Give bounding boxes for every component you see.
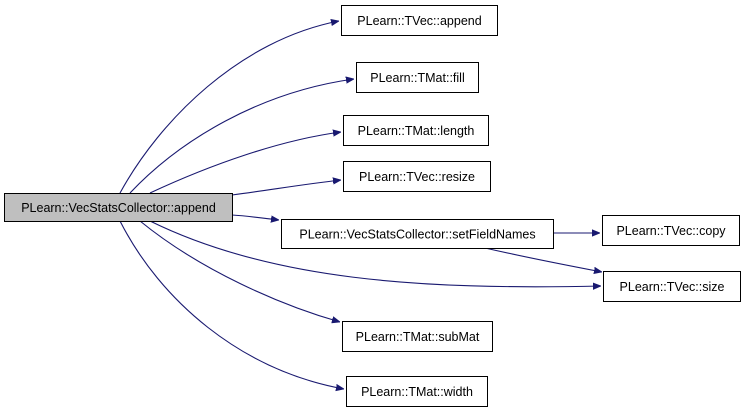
edge-root-to-tvec_size: [149, 220, 601, 287]
node-label: PLearn::TVec::append: [357, 14, 481, 28]
node-box[interactable]: [341, 5, 498, 36]
edge-root-to-tvec_resize: [231, 180, 341, 196]
edge-root-to-setfieldnames: [231, 214, 279, 220]
edge-root-to-tmat_length: [149, 132, 341, 194]
node-box[interactable]: [346, 376, 488, 407]
node-label: PLearn::TMat::subMat: [356, 330, 480, 344]
edge-root-to-tvec_append: [119, 21, 339, 194]
node-box[interactable]: [281, 219, 554, 249]
node-box[interactable]: [4, 193, 233, 222]
node-label: PLearn::TMat::fill: [370, 71, 464, 85]
node-box[interactable]: [342, 321, 493, 352]
nodes-layer: PLearn::VecStatsCollector::appendPLearn:…: [4, 5, 741, 407]
edge-setfieldnames-to-tvec_size: [484, 247, 602, 272]
edge-root-to-tmat_submat: [139, 220, 340, 322]
node-label: PLearn::TVec::copy: [616, 224, 726, 238]
node-box[interactable]: [356, 62, 479, 93]
node-tvec-resize[interactable]: PLearn::TVec::resize: [343, 161, 491, 192]
node-tvec-copy[interactable]: PLearn::TVec::copy: [602, 215, 740, 246]
node-tmat-fill[interactable]: PLearn::TMat::fill: [356, 62, 479, 93]
node-label: PLearn::VecStatsCollector::setFieldNames: [299, 228, 535, 242]
edges-layer: [119, 21, 602, 389]
node-tmat-submat[interactable]: PLearn::TMat::subMat: [342, 321, 493, 352]
node-label: PLearn::TVec::resize: [359, 170, 475, 184]
node-root[interactable]: PLearn::VecStatsCollector::append: [4, 193, 233, 222]
node-tvec-append[interactable]: PLearn::TVec::append: [341, 5, 498, 36]
node-tmat-width[interactable]: PLearn::TMat::width: [346, 376, 488, 407]
edge-root-to-tmat_width: [119, 220, 344, 389]
node-tvec-size[interactable]: PLearn::TVec::size: [603, 271, 741, 302]
node-label: PLearn::TMat::width: [361, 385, 473, 399]
node-box[interactable]: [343, 161, 491, 192]
node-box[interactable]: [603, 271, 741, 302]
node-box[interactable]: [343, 115, 489, 146]
node-label: PLearn::TMat::length: [358, 124, 475, 138]
node-tmat-length[interactable]: PLearn::TMat::length: [343, 115, 489, 146]
node-box[interactable]: [602, 215, 740, 246]
edge-root-to-tmat_fill: [129, 79, 354, 194]
node-setfieldnames[interactable]: PLearn::VecStatsCollector::setFieldNames: [281, 219, 554, 249]
node-label: PLearn::TVec::size: [620, 280, 725, 294]
node-label: PLearn::VecStatsCollector::append: [21, 201, 216, 215]
